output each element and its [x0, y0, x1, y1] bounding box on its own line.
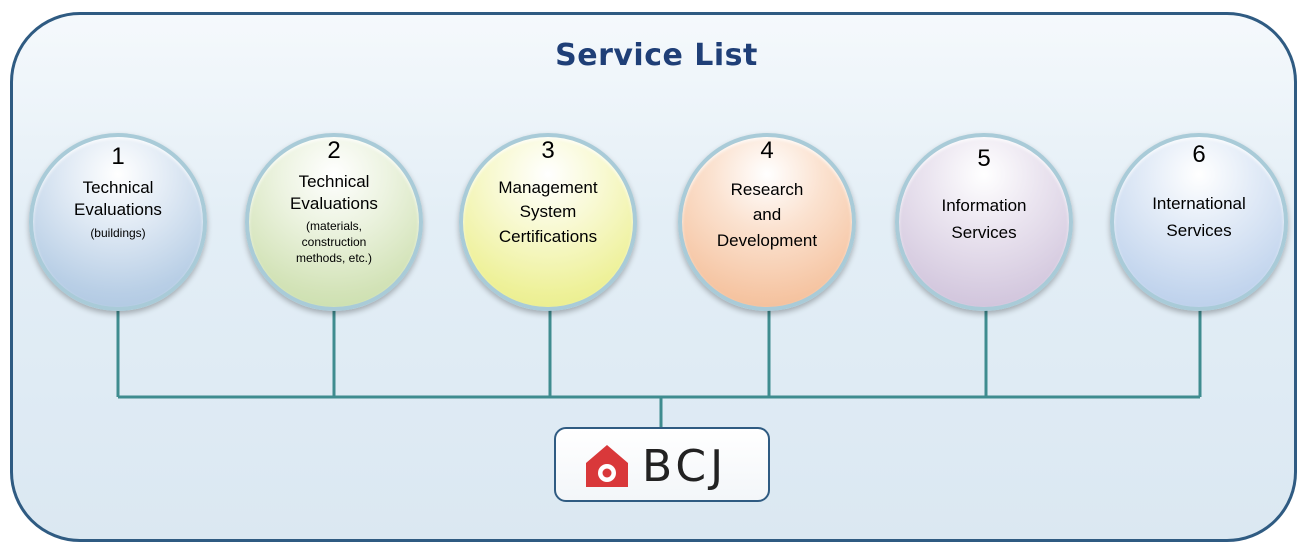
- service-sub-2a: (materials,: [305, 219, 362, 233]
- service-label-3a: Management: [498, 178, 598, 197]
- service-sub-1a: (buildings): [90, 226, 146, 240]
- service-sub-2b: construction: [301, 235, 367, 249]
- service-label-1a: Technical: [82, 178, 154, 197]
- service-circle-5: 5 Information Services: [895, 133, 1073, 311]
- service-number-2: 2: [327, 137, 341, 164]
- logo-text: BCJ: [642, 441, 728, 492]
- service-circle-2: 2 Technical Evaluations (materials, cons…: [245, 133, 423, 311]
- service-sub-2c: methods, etc.): [295, 251, 373, 265]
- service-label-4c: Development: [716, 231, 818, 250]
- service-circle-4: 4 Research and Development: [678, 133, 856, 311]
- service-label-4a: Research: [730, 180, 804, 199]
- service-label-6a: International: [1152, 194, 1246, 213]
- service-circle-3: 3 Management System Certifications: [459, 133, 637, 311]
- bcj-logo: BCJ: [554, 427, 770, 502]
- service-number-6: 6: [1192, 141, 1206, 168]
- service-label-6b: Services: [1166, 221, 1232, 240]
- service-label-2b: Evaluations: [290, 194, 378, 213]
- service-number-1: 1: [111, 143, 125, 170]
- service-number-4: 4: [760, 137, 774, 164]
- service-label-5a: Information: [941, 196, 1027, 215]
- service-label-4b: and: [752, 205, 782, 224]
- service-label-5b: Services: [951, 223, 1017, 242]
- service-label-2a: Technical: [298, 172, 370, 191]
- service-circle-6: 6 International Services: [1110, 133, 1288, 311]
- service-number-3: 3: [541, 137, 555, 164]
- service-label-3b: System: [519, 202, 577, 221]
- service-circle-1: 1 Technical Evaluations (buildings): [29, 133, 207, 311]
- service-number-5: 5: [977, 145, 991, 172]
- house-icon: [586, 445, 628, 487]
- page-title: Service List: [555, 38, 758, 73]
- service-label-1b: Evaluations: [74, 200, 162, 219]
- service-label-3c: Certifications: [498, 227, 598, 246]
